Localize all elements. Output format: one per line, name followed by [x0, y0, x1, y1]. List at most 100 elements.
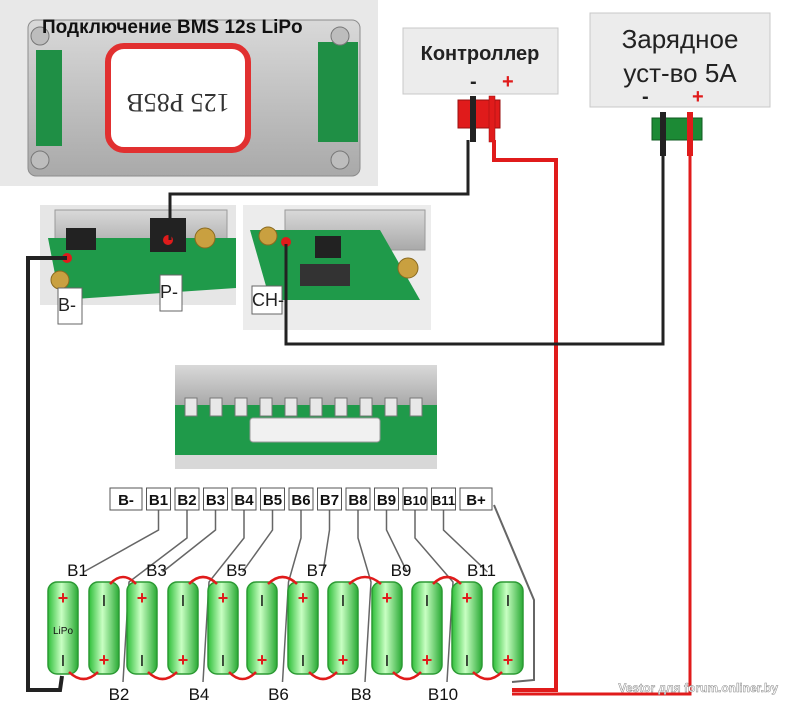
balance-pad-label: B7 [320, 492, 339, 509]
balance-connector [249, 417, 381, 443]
series-jumper [267, 575, 298, 585]
cell-minus-sign: I [260, 593, 264, 610]
balance-wire [122, 510, 188, 683]
balance-pad-b9 [374, 487, 399, 511]
cell-minus-sign: I [61, 653, 65, 670]
charger-connector [651, 117, 703, 141]
cell-minus-sign: I [221, 653, 225, 670]
cell-minus-sign: I [140, 653, 144, 670]
series-jumper [308, 671, 338, 681]
junction-label-b6: B6 [268, 685, 289, 704]
charger-minus: - [642, 86, 649, 108]
balance-pad-b+ [459, 487, 493, 511]
junction-label-b3: B3 [146, 561, 167, 580]
cell-minus-sign: I [385, 653, 389, 670]
balance-pad-label: B- [118, 492, 134, 509]
balance-pad-b4 [231, 487, 257, 511]
balance-pad-b3 [203, 487, 228, 511]
junction-label-b11: B11 [467, 561, 496, 580]
balance-pad-label: B3 [206, 492, 225, 509]
junction-label-b5: B5 [226, 561, 247, 580]
balance-pad-label: B11 [432, 493, 455, 508]
solder-pin [284, 397, 298, 417]
cell-minus-sign: I [301, 653, 305, 670]
balance-wire [162, 510, 217, 573]
battery-cell: +I [327, 581, 359, 675]
charger-plus: + [692, 86, 704, 108]
battery-cell: + I LiPo [47, 581, 79, 675]
junction-label-b4: B4 [189, 685, 210, 704]
junction-label-b10: B10 [428, 685, 458, 704]
solder-pin [359, 397, 373, 417]
chminus-pad-marker [281, 237, 291, 247]
balance-wire [357, 510, 372, 683]
solder-pin [334, 397, 348, 417]
balance-pad-label: B1 [149, 492, 168, 509]
diagram-title: Подключение BMS 12s LiPo [42, 17, 303, 38]
junction-label-b8: B8 [351, 685, 372, 704]
board-marking: 125 P85B [126, 88, 229, 117]
series-jumper [188, 575, 218, 585]
junction-label-b1: B1 [67, 561, 88, 580]
cell-plus-sign: + [503, 650, 514, 670]
battery-cell: +I [411, 581, 443, 675]
balance-pad-label: B2 [177, 492, 196, 509]
cell-type-label: LiPo [53, 626, 73, 637]
balance-wire [241, 510, 274, 573]
battery-cell: +I [451, 581, 483, 675]
wire-pminus-controller [168, 140, 470, 240]
balance-pad-b5 [260, 487, 285, 511]
bms-bminus-pminus-photo: B- P- [40, 205, 236, 325]
balance-pad-b1 [146, 487, 171, 511]
junction-label-b7: B7 [307, 561, 328, 580]
pminus-pad-label: P- [160, 282, 178, 302]
wire-charger-plus [512, 154, 692, 696]
solder-pin [384, 397, 398, 417]
balance-pad-label: B4 [234, 492, 254, 509]
series-jumper [432, 575, 462, 585]
series-jumper [147, 671, 178, 681]
battery-cell: +I [492, 581, 524, 675]
chminus-pad-label: CH- [252, 290, 284, 310]
balance-wire [442, 510, 489, 573]
bminus-pad-label: B- [58, 295, 76, 315]
balance-pad-b2 [174, 487, 200, 511]
cell-minus-sign: I [181, 593, 185, 610]
balance-pad-b10 [402, 487, 428, 511]
solder-pin [409, 397, 423, 417]
bms-board-photo: 125 P85B Подключение BMS 12s LiPo [0, 0, 378, 186]
cell-plus-sign: + [422, 650, 433, 670]
balance-pad-b7 [317, 487, 342, 511]
battery-cell: +I [207, 581, 239, 675]
balance-pad-b- [109, 487, 143, 511]
solder-pin [309, 397, 323, 417]
controller-box: Контроллер - + [402, 27, 559, 143]
cell-minus-sign: I [341, 593, 345, 610]
wire-controller-plus [492, 140, 558, 692]
balance-pad-label: B10 [403, 493, 427, 508]
balance-wire [202, 510, 245, 683]
battery-cell: +I [371, 581, 403, 675]
controller-minus: - [470, 71, 477, 93]
battery-cell: +I [88, 581, 120, 675]
balance-wire [281, 510, 302, 683]
series-jumper [228, 671, 257, 681]
cell-plus-sign: + [99, 650, 110, 670]
bms-chminus-photo: CH- [243, 205, 431, 330]
solder-pin [184, 397, 198, 417]
solder-pin [209, 397, 223, 417]
cell-plus-sign: + [218, 588, 229, 608]
balance-wire [385, 510, 408, 573]
cell-plus-sign: + [58, 588, 69, 608]
balance-connector-photo [175, 365, 437, 469]
balance-pad-label: B8 [348, 492, 367, 509]
board-label-sticker [105, 43, 251, 153]
series-jumper [392, 671, 422, 681]
cell-plus-sign: + [178, 650, 189, 670]
battery-cell: +I [126, 581, 158, 675]
watermark: Vestor для forum.onliner.by [618, 681, 778, 695]
